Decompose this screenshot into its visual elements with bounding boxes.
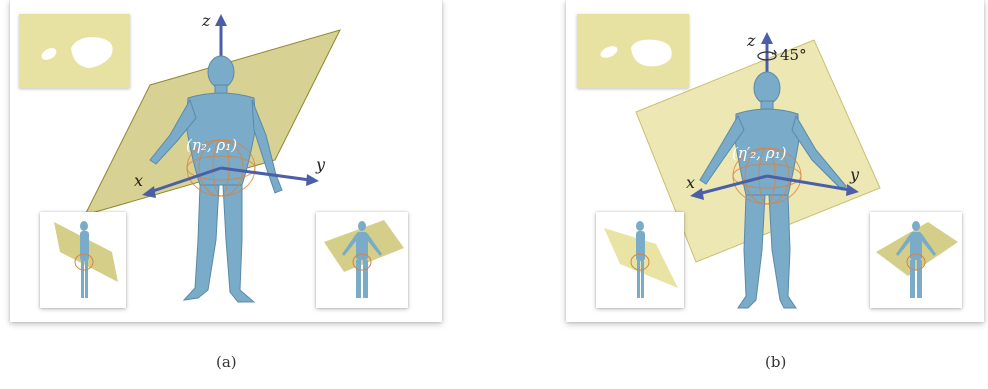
panel-a-scene: z x y (η₂, ρ₁) [84, 11, 341, 303]
silhouette-inset [19, 14, 130, 88]
y-axis-label: y [315, 155, 326, 174]
silhouette-shape [41, 37, 113, 68]
side-view-inset [596, 212, 684, 308]
panel-b-scene: z 45° x y (η′₂, ρ₁) [635, 31, 881, 309]
y-axis [220, 166, 311, 182]
front-view-figure [324, 220, 404, 298]
x-axis-label: x [686, 173, 695, 192]
y-axis-arrow [306, 174, 319, 186]
caption-a: (a) [216, 353, 237, 371]
y-axis-label: y [849, 165, 860, 184]
param-label: (η′₂, ρ₁) [732, 144, 787, 162]
panel-a: z x y (η₂, ρ₁) [10, 0, 442, 322]
x-axis [149, 166, 222, 194]
side-view-inset [40, 212, 126, 308]
front-view-inset [316, 212, 408, 308]
silhouette-shape [600, 39, 672, 67]
x-axis [697, 174, 768, 196]
z-axis-label: z [746, 31, 756, 50]
z-axis-arrow [215, 14, 227, 26]
ellipsoid-wireframe [186, 139, 256, 197]
human-body [699, 71, 847, 309]
y-axis [766, 174, 851, 192]
side-view-figure [604, 221, 678, 298]
x-axis-label: x [134, 171, 143, 190]
human-body [149, 55, 283, 303]
param-label: (η₂, ρ₁) [186, 136, 237, 154]
rotation-arrow-icon [757, 49, 778, 61]
z-axis-label: z [201, 11, 211, 30]
silhouette-inset [577, 14, 689, 88]
caption-b: (b) [765, 353, 787, 371]
z-axis-arrow [761, 32, 773, 44]
rotation-label: 45° [780, 46, 807, 64]
side-view-figure [54, 221, 118, 298]
ellipsoid-wireframe [732, 147, 802, 205]
x-axis-arrow [142, 186, 156, 198]
panel-b: z 45° x y (η′₂, ρ₁) [566, 0, 984, 322]
x-axis-arrow [690, 188, 704, 200]
y-axis-arrow [846, 184, 859, 196]
front-view-inset [870, 212, 962, 308]
front-view-figure [876, 221, 958, 298]
